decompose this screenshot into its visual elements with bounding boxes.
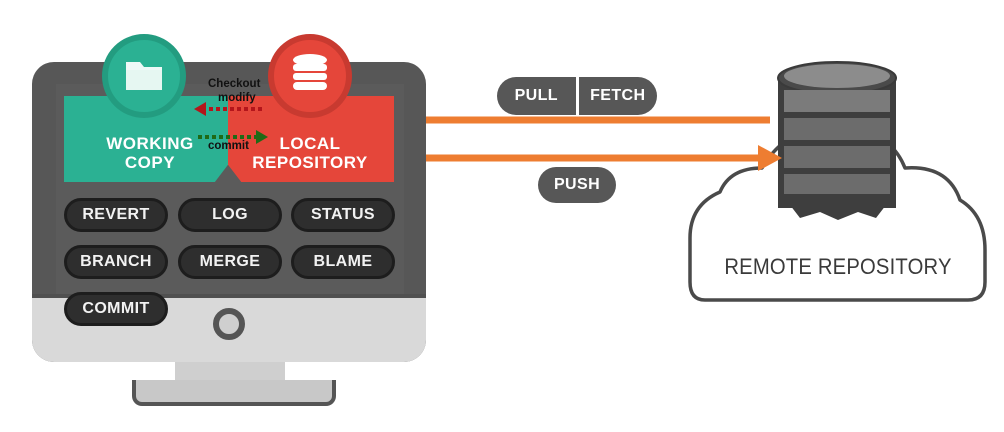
push-arrow [396,145,782,171]
remote-repository-label: REMOTE REPOSITORY [724,254,952,279]
local-repository-label-line2: REPOSITORY [252,153,368,172]
revert-command: REVERT [64,198,168,232]
pull-fetch-divider [575,77,579,115]
branch-command: BRANCH [64,245,168,279]
commit-annotation: commit [208,140,249,152]
pull-label: PULL [514,87,558,104]
local-repository-badge [268,34,352,118]
monitor-stand-neck [175,362,285,384]
working-copy-badge [102,34,186,118]
local-repository-label-line1: LOCAL [279,134,341,153]
pull-fetch-pill: PULL FETCH [497,77,657,115]
database-icon [293,54,327,90]
status-command: STATUS [291,198,395,232]
log-command: LOG [178,198,282,232]
modify-annotation: modify [218,92,256,104]
monitor-stand-base [132,380,336,406]
checkout-arrow [194,102,262,116]
server-stack-icon [777,61,897,220]
push-label: PUSH [538,167,616,203]
working-copy-label-line2: COPY [124,153,176,172]
power-button-icon [213,308,245,340]
folder-icon [126,62,162,90]
commit-arrow [198,130,268,144]
blame-command: BLAME [291,245,395,279]
checkout-annotation: Checkout [208,78,261,90]
fetch-label: FETCH [590,87,646,104]
commit-command: COMMIT [64,292,168,326]
working-copy-label-line1: WORKING [106,134,194,153]
merge-command: MERGE [178,245,282,279]
